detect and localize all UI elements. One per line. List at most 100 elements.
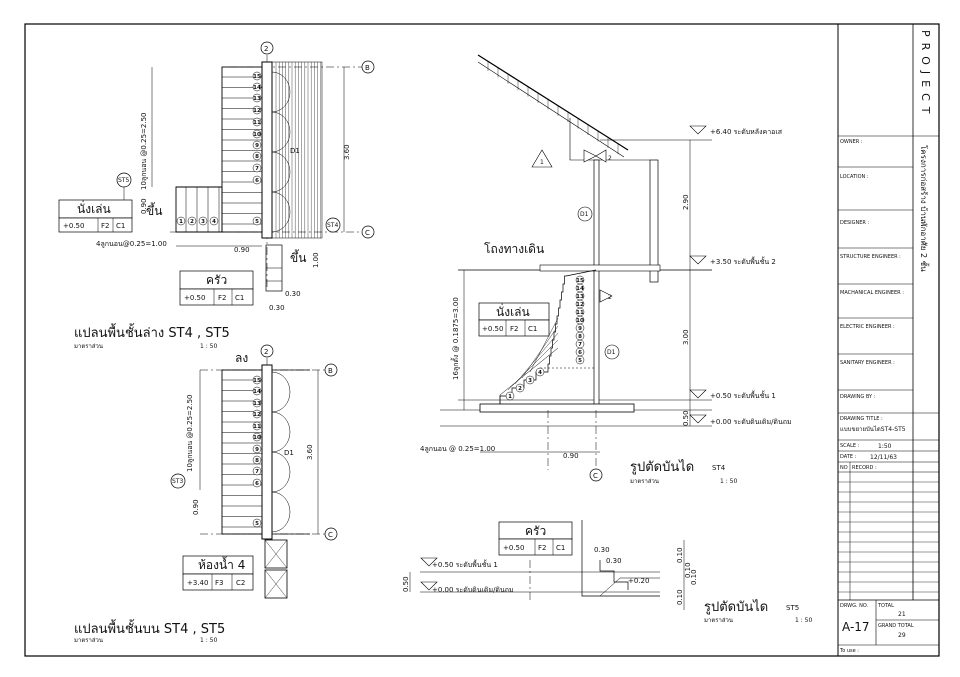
step-number: 12 bbox=[576, 302, 584, 308]
location-label: LOCATION : bbox=[840, 174, 869, 180]
step-number: 7 bbox=[578, 342, 582, 348]
electric-engineer-label: ELECTRIC ENGINEER : bbox=[840, 324, 895, 330]
section-st4-scale-label: มาตราส่วน bbox=[630, 478, 659, 485]
step-number-marker bbox=[252, 398, 262, 408]
section-room-f: F2 bbox=[510, 325, 518, 333]
step-number: 7 bbox=[255, 166, 259, 172]
step-number-marker bbox=[252, 409, 262, 419]
step-number: 15 bbox=[253, 74, 261, 80]
grid-b-upper: B bbox=[328, 367, 333, 375]
st5-dim-030b: 0.30 bbox=[606, 557, 622, 565]
st5-dim-010a: 0.10 bbox=[676, 547, 684, 563]
step-number: 14 bbox=[253, 85, 261, 91]
grid-c-upper: C bbox=[328, 531, 333, 539]
step-number: 11 bbox=[253, 120, 261, 126]
dim-090-upper: 0.90 bbox=[192, 499, 200, 515]
level-050: +0.50 ระดับพื้นชั้น 1 bbox=[710, 389, 776, 400]
to-use-label: To use : bbox=[839, 648, 859, 654]
st5-room-f: F2 bbox=[538, 544, 546, 552]
d1-upper: D1 bbox=[284, 449, 294, 457]
step-number: 11 bbox=[576, 310, 584, 316]
room1-f: F2 bbox=[101, 222, 109, 230]
st5-dim-020: +0.20 bbox=[628, 577, 649, 585]
drawing-title: แบบขยายบันไดST4-ST5 bbox=[840, 425, 906, 433]
section-room-level: +0.50 bbox=[482, 325, 503, 333]
plan-upper-scale: 1 : 50 bbox=[200, 637, 217, 644]
step-number: 3 bbox=[201, 219, 205, 225]
record-label: RECORD : bbox=[852, 465, 877, 471]
tag-2: 2 bbox=[608, 155, 612, 162]
room-upper-name: ห้องน้ำ 4 bbox=[198, 556, 245, 572]
project-name: โครงการก่อสร้าง บ้านพักอาศัย 2 ชั้น bbox=[919, 145, 930, 272]
step-number: 8 bbox=[255, 154, 259, 160]
dim-090-section: 0.90 bbox=[563, 452, 579, 460]
st5-dim-050: 0.50 bbox=[402, 576, 410, 592]
room2-f: F2 bbox=[218, 294, 226, 302]
section-st5-title: รูปตัดบันได bbox=[704, 599, 768, 615]
step-number: 2 bbox=[518, 386, 522, 392]
step-number: 3 bbox=[528, 378, 532, 384]
section-st5-scale: 1 : 50 bbox=[795, 617, 812, 624]
step-number-marker bbox=[198, 216, 208, 226]
step-number-marker bbox=[515, 383, 525, 393]
step-number-marker bbox=[535, 367, 545, 377]
tread-dim-section: 4ลูกนอน @ 0.25=1.00 bbox=[420, 445, 495, 453]
st5-level-050: +0.50 ระดับพื้นชั้น 1 bbox=[432, 558, 498, 569]
section-room-c: C1 bbox=[528, 325, 537, 333]
dim-090-lower-v: 0.90 bbox=[140, 198, 148, 214]
step-number: 5 bbox=[578, 358, 582, 364]
step-number: 15 bbox=[576, 278, 584, 284]
project-label: PROJECT bbox=[919, 30, 932, 120]
section-st5-tag: ST5 bbox=[786, 604, 799, 612]
dim-030-lower-b: 0.30 bbox=[269, 304, 285, 312]
step-number-marker bbox=[252, 216, 262, 226]
step-number-marker bbox=[252, 93, 262, 103]
d1-section-a: D1 bbox=[580, 211, 589, 218]
step-number: 2 bbox=[190, 219, 194, 225]
level-350: +3.50 ระดับพื้นชั้น 2 bbox=[710, 255, 776, 266]
step-number-marker bbox=[252, 375, 262, 385]
step-number: 14 bbox=[576, 286, 584, 292]
step-number: 6 bbox=[255, 178, 259, 184]
room2-c: C1 bbox=[235, 294, 244, 302]
drwg-no-label: DRWG. NO. bbox=[840, 603, 869, 609]
riser-dim2-lower: 4ลูกนอน@0.25=1.00 bbox=[96, 240, 167, 248]
st5-level-000: +0.00 ระดับดินเดิม/ดินถม bbox=[432, 586, 514, 594]
step-number: 1 bbox=[179, 219, 183, 225]
drwg-no: A-17 bbox=[842, 620, 870, 634]
sanitary-engineer-label: SANITARY ENGINEER : bbox=[840, 360, 895, 366]
room1-c: C1 bbox=[116, 222, 125, 230]
step-number-marker bbox=[252, 105, 262, 115]
step-number-marker bbox=[252, 455, 262, 465]
plan-lower-title: แปลนพื้นชั้นล่าง ST4 , ST5 bbox=[74, 323, 230, 341]
step-number-marker bbox=[252, 129, 262, 139]
date-value: 12/11/63 bbox=[870, 454, 897, 461]
step-number: 4 bbox=[538, 370, 542, 376]
step-number: 15 bbox=[253, 378, 261, 384]
d1-lower: D1 bbox=[290, 147, 300, 155]
room1-name: นั่งเล่น bbox=[77, 200, 111, 216]
dim-090-lower-h: 0.90 bbox=[234, 246, 250, 254]
dim-050-section: 0.50 bbox=[682, 410, 690, 426]
tag-1: 1 bbox=[540, 159, 544, 166]
owner-label: OWNER : bbox=[840, 139, 863, 145]
riser-dim-upper: 10ลูกนอน @0.25=2.50 bbox=[186, 395, 194, 472]
step-number: 12 bbox=[253, 108, 261, 114]
no-label: NO bbox=[840, 465, 848, 471]
room-upper-f: F3 bbox=[215, 579, 223, 587]
plan-upper-title: แปลนพื้นชั้นบน ST4 , ST5 bbox=[74, 619, 225, 637]
grand-total-value: 29 bbox=[898, 632, 906, 639]
dim-100-lower: 1.00 bbox=[312, 252, 320, 268]
date-label: DATE : bbox=[840, 454, 857, 460]
step-number: 9 bbox=[578, 326, 582, 332]
st5-room-name: ครัว bbox=[525, 524, 546, 538]
plan-lower-scale: 1 : 50 bbox=[200, 343, 217, 350]
st3-tag-upper: ST3 bbox=[172, 478, 183, 485]
step-number: 5 bbox=[255, 219, 259, 225]
st5-dim-030a: 0.30 bbox=[594, 546, 610, 554]
step-number: 8 bbox=[255, 458, 259, 464]
step-number-marker bbox=[209, 216, 219, 226]
step-number: 4 bbox=[212, 219, 216, 225]
grid-b-lower: B bbox=[365, 64, 370, 72]
step-number: 6 bbox=[255, 481, 259, 487]
